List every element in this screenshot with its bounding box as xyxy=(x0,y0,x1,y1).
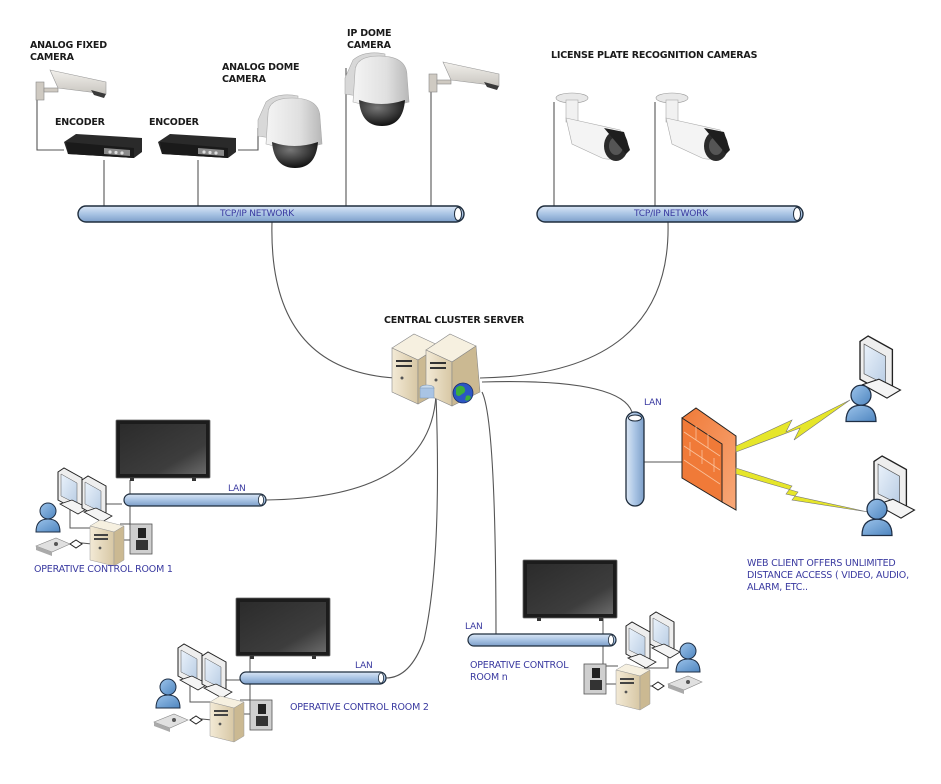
tcpip-network-label: TCP/IP NETWORK xyxy=(634,209,708,219)
room-n-lan-label: LAN xyxy=(465,622,483,632)
lan-label: LAN xyxy=(644,398,662,408)
web-client-description: WEB CLIENT OFFERS UNLIMITED DISTANCE ACC… xyxy=(747,558,909,593)
lpr-camera-icon xyxy=(655,92,731,162)
control-room-2 xyxy=(153,597,387,743)
lan-pipe-vertical xyxy=(625,411,645,507)
lpr-cameras-label: LICENSE PLATE RECOGNITION CAMERAS xyxy=(551,50,758,61)
encoder-label: ENCODER xyxy=(55,117,105,128)
tcpip-network-label: TCP/IP NETWORK xyxy=(220,209,294,219)
encoder-icon xyxy=(64,134,142,158)
ip-dome-camera-icon xyxy=(344,52,410,127)
central-cluster-server-icon xyxy=(391,333,481,407)
control-room-1 xyxy=(35,419,267,567)
control-room-n-label: OPERATIVE CONTROL ROOM n xyxy=(470,660,569,683)
lpr-camera-icon xyxy=(555,92,631,162)
analog-dome-camera-label: ANALOG DOME CAMERA xyxy=(222,62,300,85)
analog-fixed-camera-icon xyxy=(35,69,107,101)
room-2-lan-label: LAN xyxy=(355,661,373,671)
control-room-1-label: OPERATIVE CONTROL ROOM 1 xyxy=(34,564,173,575)
control-room-2-label: OPERATIVE CONTROL ROOM 2 xyxy=(290,702,429,713)
web-client-user-icon xyxy=(845,384,877,423)
tcpip-network-pipe-1 xyxy=(77,205,465,223)
tcpip-network-pipe-2 xyxy=(536,205,804,223)
firewall-icon xyxy=(681,407,737,511)
central-cluster-server-label: CENTRAL CLUSTER SERVER xyxy=(384,315,525,326)
wireless-link-bolt-icon xyxy=(735,467,869,513)
cables xyxy=(36,68,686,679)
analog-fixed-camera-label: ANALOG FIXED CAMERA xyxy=(30,40,107,63)
analog-dome-camera-icon xyxy=(257,94,323,169)
encoder-label: ENCODER xyxy=(149,117,199,128)
fixed-camera-icon xyxy=(428,61,500,93)
encoder-icon xyxy=(158,134,236,158)
room-1-lan-label: LAN xyxy=(228,484,246,494)
control-room-n xyxy=(467,559,703,711)
ip-dome-camera-label: IP DOME CAMERA xyxy=(347,28,392,51)
wireless-link-bolt-icon xyxy=(735,399,851,453)
